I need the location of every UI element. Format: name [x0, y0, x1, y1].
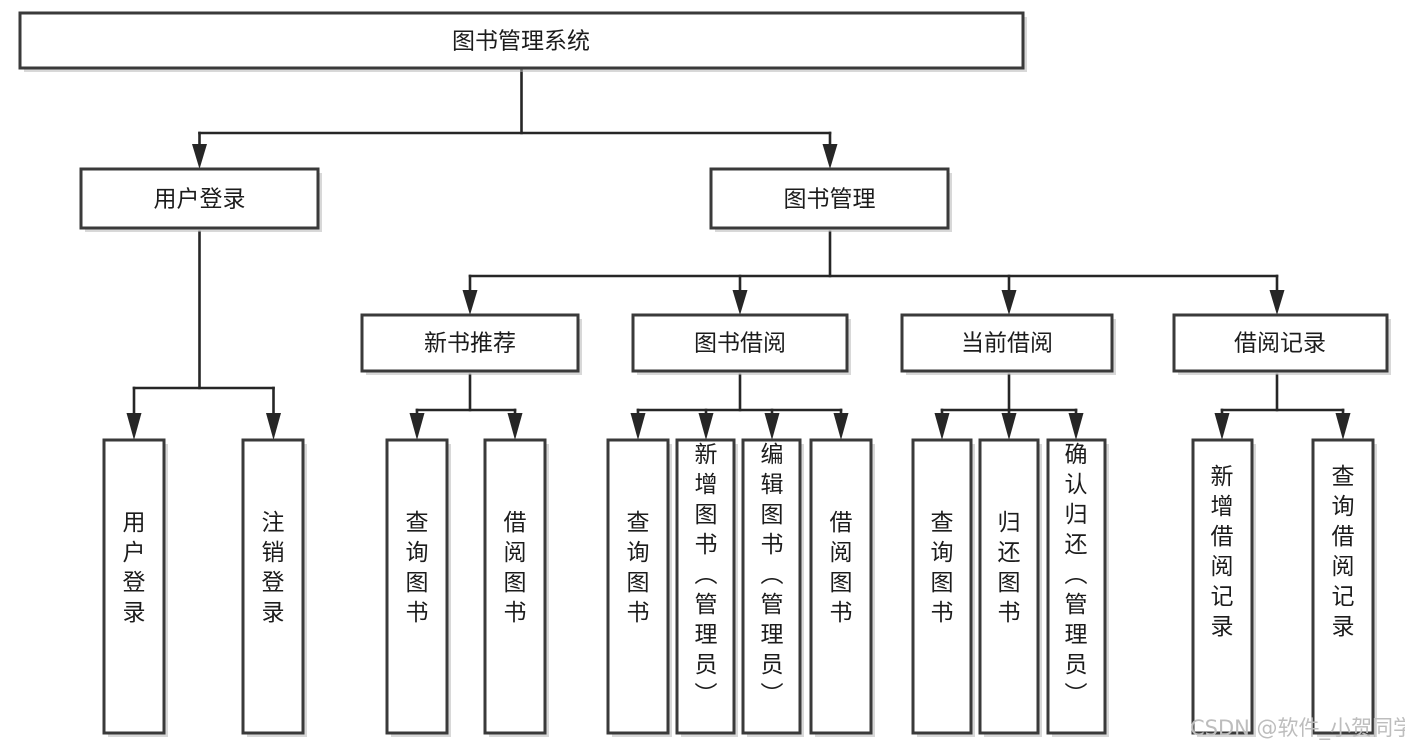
node-leaf-10-label: 归还图书	[998, 510, 1021, 626]
node-bookmgmt-box[interactable]	[709, 167, 950, 230]
leaf-nodes-layer: 用户登录 注销登录 查询图书 借阅图书 查询图书	[102, 438, 1377, 737]
node-leaf-2-box[interactable]	[241, 438, 305, 735]
arrow-head-leaf-5	[630, 413, 646, 440]
arrow-head-leaf-1	[126, 413, 142, 440]
arrow-head-login	[192, 144, 207, 169]
node-leaf-4-label: 借阅图书	[504, 510, 527, 626]
node-leaf-6-label: 新增图书︵管理员︶	[695, 442, 718, 708]
arrow-head-leaf-7	[764, 413, 780, 440]
arrow-head-leaf-9	[934, 413, 950, 440]
node-leaf-4[interactable]: 借阅图书	[483, 438, 549, 737]
node-leaf-5-label: 查询图书	[627, 510, 650, 626]
watermark-label: CSDN @软件_小贺同学	[1190, 716, 1405, 741]
node-borrow[interactable]: 图书借阅	[631, 313, 851, 375]
node-leaf-13-label: 查询借阅记录	[1332, 464, 1355, 640]
node-root-label: 图书管理系统	[452, 29, 590, 55]
node-leaf-5[interactable]: 查询图书	[606, 438, 672, 737]
node-leaf-11-label: 确认归还︵管理员︶	[1065, 442, 1088, 708]
node-leaf-12-box[interactable]	[1191, 438, 1254, 735]
node-leaf-9[interactable]: 查询图书	[911, 438, 975, 737]
node-leaf-5-box[interactable]	[606, 438, 670, 735]
node-leaf-12-label: 新增借阅记录	[1211, 464, 1234, 640]
node-leaf-11-box[interactable]	[1046, 438, 1107, 735]
node-bookmgmt[interactable]: 图书管理	[709, 167, 952, 232]
node-login-box[interactable]	[79, 167, 320, 230]
arrow-head-leaf-10	[1001, 413, 1017, 440]
node-leaf-9-label: 查询图书	[931, 510, 954, 626]
node-borrow-label: 图书借阅	[694, 331, 786, 357]
arrow-head-leaf-8	[833, 413, 849, 440]
node-records-box[interactable]	[1172, 313, 1389, 373]
node-current-box[interactable]	[900, 313, 1114, 373]
node-leaf-7[interactable]: 编辑图书︵管理员︶	[741, 438, 804, 737]
node-root[interactable]: 图书管理系统	[18, 11, 1027, 72]
node-newbook-box[interactable]	[360, 313, 580, 373]
node-login-label: 用户登录	[154, 187, 246, 213]
arrow-head-leaf-3	[409, 413, 425, 440]
node-leaf-9-box[interactable]	[911, 438, 973, 735]
arrow-head-records	[1269, 290, 1285, 315]
arrow-head-leaf-11	[1068, 413, 1084, 440]
arrow-head-borrow	[732, 290, 748, 315]
node-newbook[interactable]: 新书推荐	[360, 313, 582, 375]
node-leaf-2[interactable]: 注销登录	[241, 438, 307, 737]
node-leaf-8[interactable]: 借阅图书	[809, 438, 875, 737]
node-leaf-7-label: 编辑图书︵管理员︶	[761, 442, 784, 708]
node-newbook-label: 新书推荐	[424, 331, 516, 357]
node-root-box[interactable]	[18, 11, 1025, 70]
connector-layer	[126, 66, 1351, 440]
node-leaf-10[interactable]: 归还图书	[978, 438, 1042, 737]
node-leaf-12[interactable]: 新增借阅记录	[1191, 438, 1256, 737]
arrow-head-leaf-12	[1214, 413, 1230, 440]
node-leaf-1[interactable]: 用户登录	[102, 438, 168, 737]
node-leaf-8-label: 借阅图书	[830, 510, 853, 626]
arrow-head-newbook	[462, 290, 478, 315]
node-leaf-10-box[interactable]	[978, 438, 1040, 735]
node-leaf-6[interactable]: 新增图书︵管理员︶	[675, 438, 738, 737]
node-borrow-box[interactable]	[631, 313, 849, 373]
arrow-head-current	[1001, 290, 1017, 315]
node-leaf-2-label: 注销登录	[262, 510, 285, 626]
node-leaf-13[interactable]: 查询借阅记录	[1311, 438, 1377, 737]
node-leaf-13-box[interactable]	[1311, 438, 1375, 735]
arrow-head-leaf-6	[698, 413, 714, 440]
node-leaf-3-box[interactable]	[385, 438, 449, 735]
node-bookmgmt-label: 图书管理	[784, 187, 876, 213]
arrow-head-leaf-2	[266, 413, 281, 440]
arrow-head-bookmgmt	[822, 144, 838, 169]
node-leaf-6-box[interactable]	[675, 438, 736, 735]
node-leaf-7-box[interactable]	[741, 438, 802, 735]
node-leaf-8-box[interactable]	[809, 438, 873, 735]
node-leaf-3-label: 查询图书	[406, 510, 429, 626]
node-leaf-1-box[interactable]	[102, 438, 166, 735]
node-records-label: 借阅记录	[1234, 331, 1326, 357]
node-current-label: 当前借阅	[961, 331, 1053, 357]
arrow-head-leaf-13	[1335, 413, 1351, 440]
node-leaf-3[interactable]: 查询图书	[385, 438, 451, 737]
node-leaf-4-box[interactable]	[483, 438, 547, 735]
node-leaf-1-label: 用户登录	[123, 510, 146, 626]
node-leaf-11[interactable]: 确认归还︵管理员︶	[1046, 438, 1109, 737]
node-login[interactable]: 用户登录	[79, 167, 322, 232]
node-records[interactable]: 借阅记录	[1172, 313, 1391, 375]
node-current[interactable]: 当前借阅	[900, 313, 1116, 375]
arrow-head-leaf-4	[507, 413, 523, 440]
